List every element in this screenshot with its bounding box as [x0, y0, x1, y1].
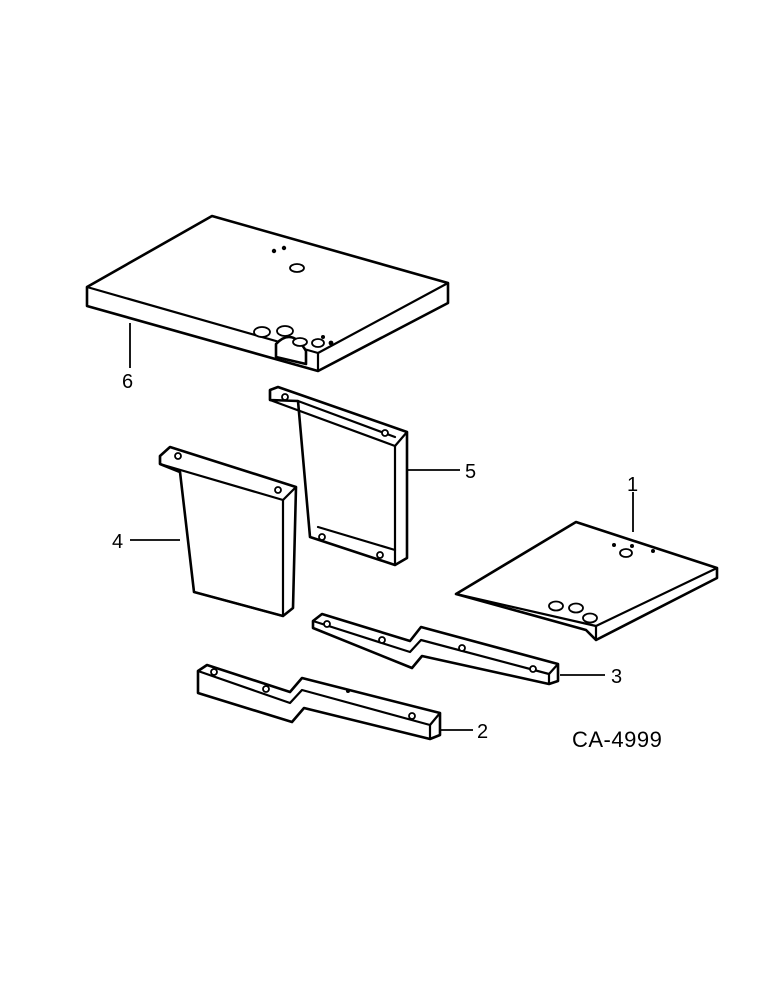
part-6-cover-plate	[85, 214, 450, 373]
callout-3: 3	[611, 666, 622, 688]
figure-code: CA-4999	[572, 727, 662, 752]
callout-1: 1	[627, 474, 638, 496]
part-4-support-bracket	[158, 445, 298, 618]
part-1-plate	[454, 520, 719, 642]
callout-5: 5	[465, 461, 476, 483]
callout-2: 2	[477, 721, 488, 743]
callout-4: 4	[112, 531, 123, 553]
callout-6: 6	[122, 371, 133, 393]
part-3-angle-bracket	[311, 612, 560, 686]
part-2-angle-bracket	[196, 663, 442, 741]
part-5-support-bracket	[268, 385, 409, 567]
